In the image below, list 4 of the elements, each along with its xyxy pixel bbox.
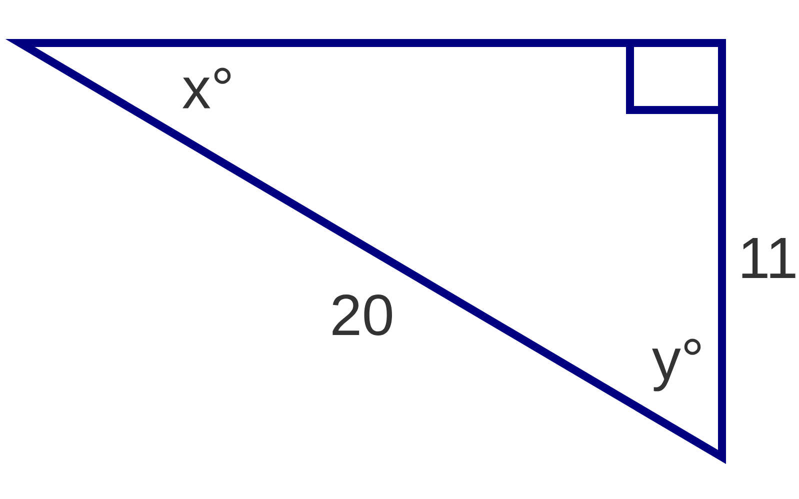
label: y° <box>652 338 701 392</box>
label: x° <box>182 68 231 108</box>
label: 11 <box>742 238 796 278</box>
label: 20 <box>332 294 392 336</box>
